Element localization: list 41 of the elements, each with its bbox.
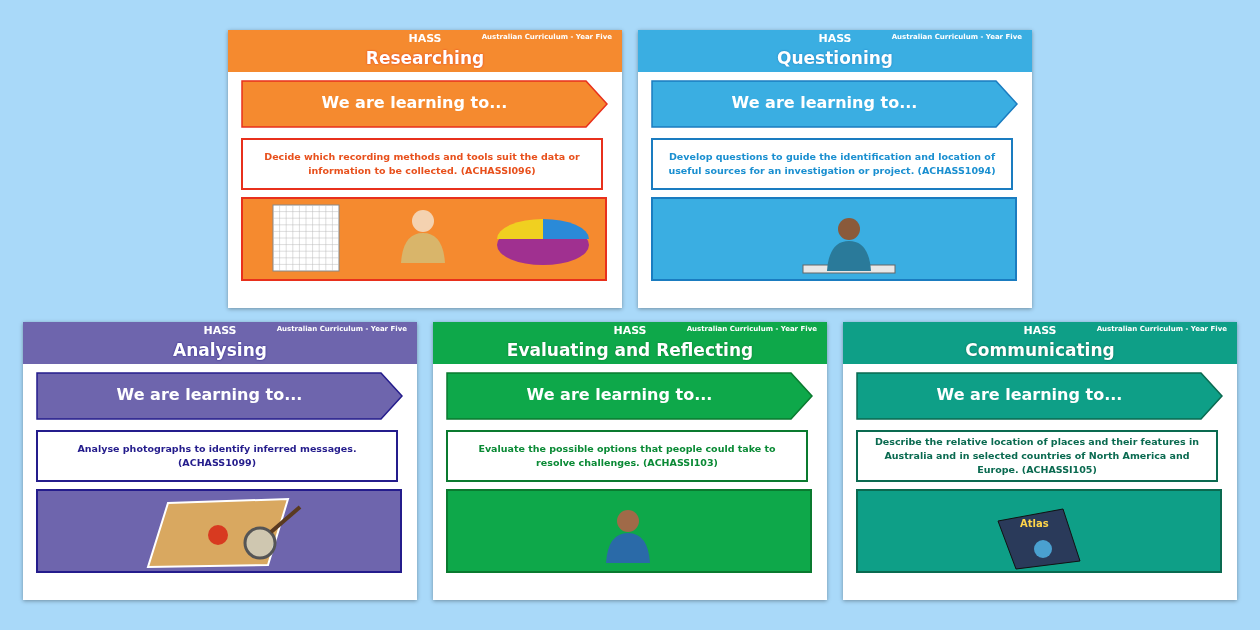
book-title: Atlas (1020, 518, 1049, 529)
banner-text: We are learning to... (116, 385, 304, 404)
picture-panel (856, 489, 1222, 573)
banner-text: We are learning to... (936, 385, 1124, 404)
picture-panel (446, 489, 812, 573)
subject-label: HASS (1022, 324, 1058, 337)
poster-card (843, 322, 1237, 600)
poster-title: Analysing (173, 340, 267, 360)
poster-title: Questioning (776, 48, 893, 68)
subject-label: HASS (817, 32, 853, 45)
picture-panel (241, 197, 607, 281)
objective-box (856, 430, 1218, 482)
arrow-banner (241, 80, 608, 128)
picture-panel (36, 489, 402, 573)
banner-text: We are learning to... (526, 385, 714, 404)
subject-label: HASS (612, 324, 648, 337)
objective-text: Develop questions to guide the identification and location of useful sources for an investigation or project. (ACHASS1094) (667, 150, 997, 178)
poster-title: Evaluating and Reflecting (506, 340, 754, 360)
objective-box (241, 138, 603, 190)
banner-text: We are learning to... (731, 93, 919, 112)
poster-title: Researching (365, 48, 485, 68)
objective-text: Describe the relative location of places and their features in Australia and in selected countries of North America and Europe. (ACHASSI105) (873, 435, 1201, 477)
poster-card (433, 322, 827, 600)
poster-card (638, 30, 1032, 308)
arrow-banner (651, 80, 1018, 128)
subject-label: HASS (202, 324, 238, 337)
arrow-banner (446, 372, 813, 420)
picture-panel (651, 197, 1017, 281)
objective-box (651, 138, 1013, 190)
objective-text: Evaluate the possible options that people could take to resolve challenges. (ACHASSI103) (477, 442, 777, 470)
objective-box (36, 430, 398, 482)
poster-card (228, 30, 622, 308)
arrow-banner (856, 372, 1223, 420)
arrow-banner (36, 372, 403, 420)
poster-card (23, 322, 417, 600)
objective-text: Analyse photographs to identify inferred messages. (ACHASS1099) (76, 442, 358, 470)
objective-text: Decide which recording methods and tools suit the data or information to be collected. (ACHASSI096) (263, 150, 581, 178)
poster-title: Communicating (965, 340, 1115, 360)
objective-box (446, 430, 808, 482)
banner-text: We are learning to... (321, 93, 509, 112)
subject-label: HASS (407, 32, 443, 45)
